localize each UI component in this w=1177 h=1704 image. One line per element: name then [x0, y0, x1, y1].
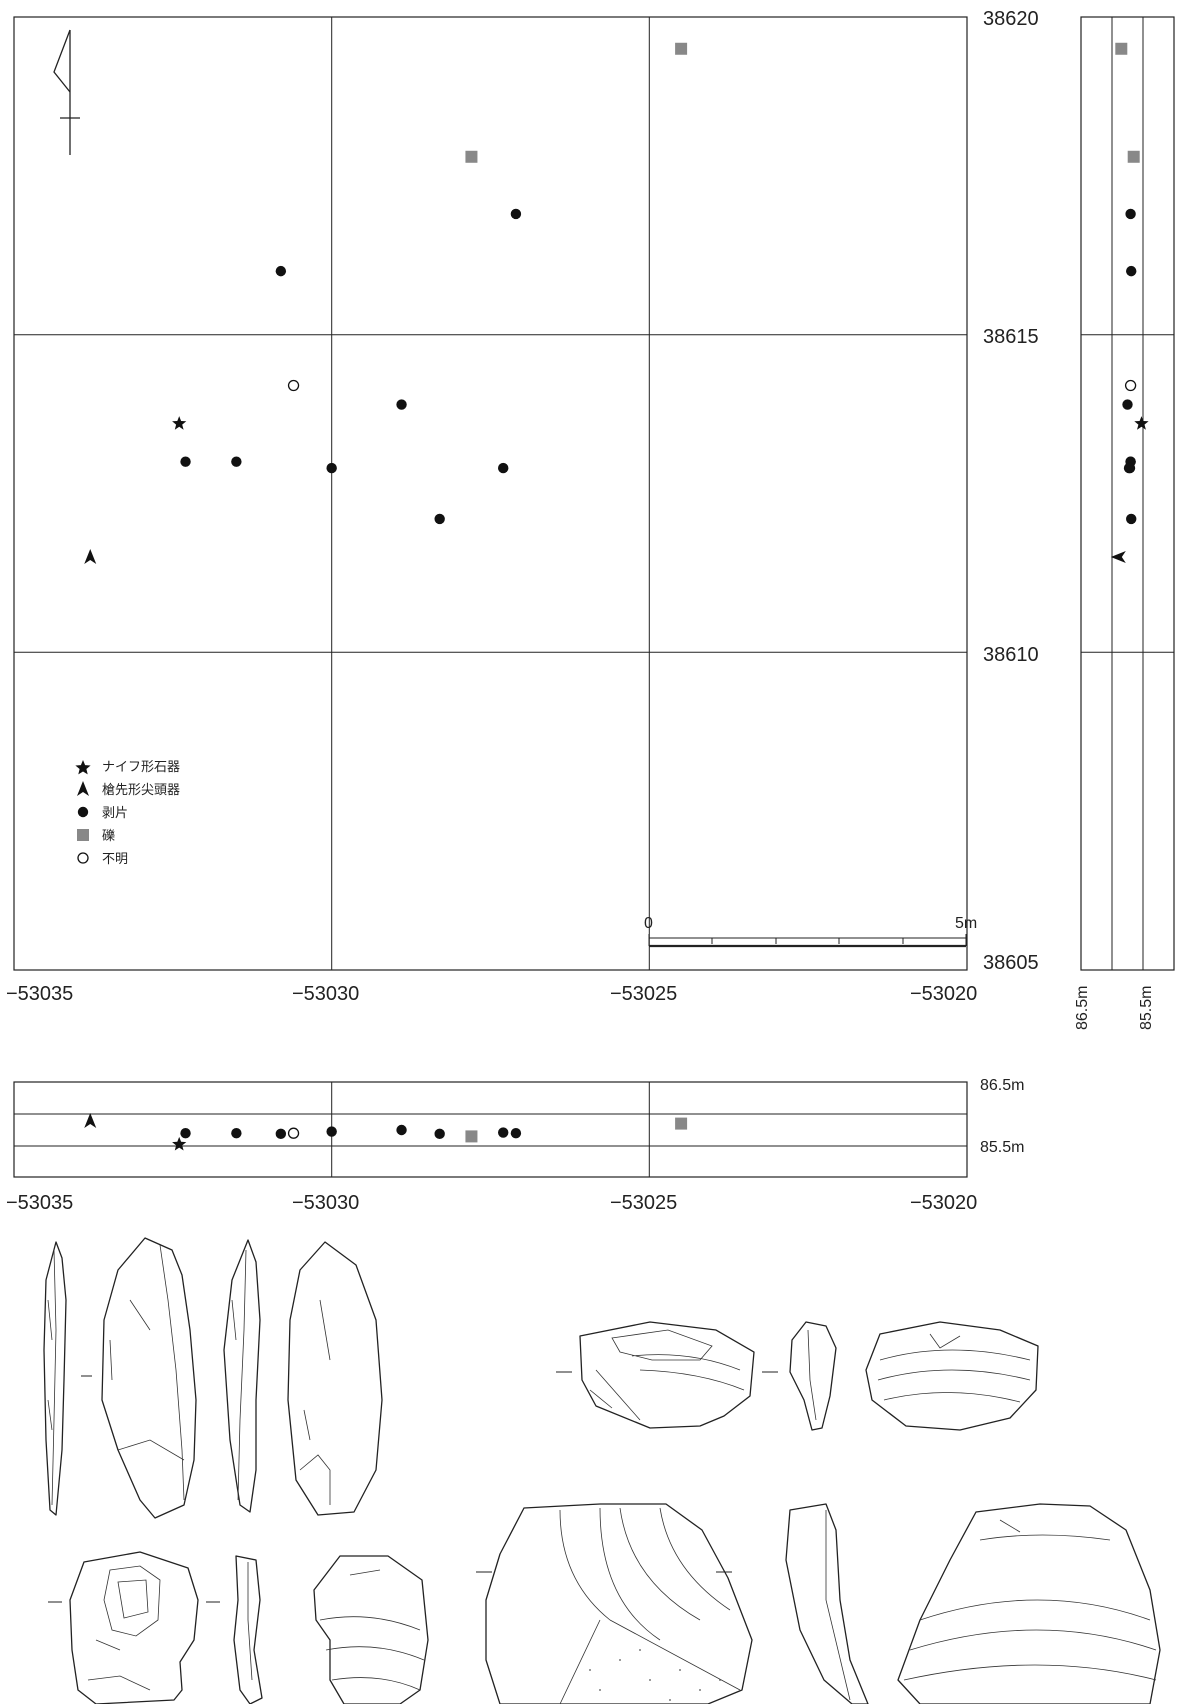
filled-circle-marker: [1126, 265, 1137, 277]
filled-circle-marker: [326, 1126, 337, 1137]
arrowhead-marker: [1110, 551, 1126, 564]
filled-circle-marker: [180, 456, 191, 467]
artifact-drawings: [43, 1237, 1161, 1704]
front-z-tick: 86.5m: [980, 1077, 1024, 1094]
open-circle-icon: [77, 852, 89, 864]
filled-circle-marker: [498, 1127, 509, 1138]
filled-circle-marker: [231, 1128, 242, 1139]
legend-label: ナイフ形石器: [102, 760, 180, 775]
gray-square-marker: [675, 42, 688, 55]
gray-square-marker: [1127, 150, 1140, 163]
open-circle-marker: [287, 1127, 300, 1139]
plan-x-tick: −53035: [6, 983, 73, 1005]
arrowhead-marker: [84, 549, 97, 565]
legend-label: 剥片: [102, 806, 128, 821]
gray-square-marker: [675, 1117, 688, 1130]
filled-circle-marker: [498, 462, 509, 474]
scale-bar-end-label: 5m: [955, 915, 977, 932]
legend-item: ナイフ形石器: [75, 760, 180, 775]
front-x-tick: −53035: [6, 1192, 73, 1214]
artifact-drawing: [556, 1321, 1039, 1431]
filled-circle-marker: [1126, 513, 1137, 525]
plan-y-tick: 38615: [983, 326, 1039, 348]
plan-x-tick: −53020: [910, 983, 977, 1005]
gray-square-marker: [465, 150, 478, 163]
plan-y-tick: 38620: [983, 8, 1039, 30]
legend-label: 槍先形尖頭器: [102, 783, 180, 798]
star-marker: [1134, 416, 1149, 430]
star-marker: [172, 1136, 187, 1151]
filled-circle-marker: [1125, 208, 1136, 220]
front-frame: [13, 1081, 968, 1178]
gray-square-icon: [77, 829, 89, 841]
front-x-tick: −53030: [292, 1192, 359, 1214]
arrowhead-icon: [77, 781, 89, 796]
filled-circle-marker: [396, 1124, 407, 1136]
legend-label: 礫: [102, 828, 115, 844]
gray-square-marker: [465, 1130, 478, 1143]
legend-item: 槍先形尖頭器: [77, 781, 180, 798]
filled-circle-marker: [180, 1128, 191, 1139]
legend: ナイフ形石器 槍先形尖頭器 剥片 礫 不明: [75, 760, 180, 867]
open-circle-marker: [1124, 379, 1137, 392]
north-arrow-icon: [53, 29, 80, 155]
cortex-stipple: [589, 1649, 721, 1701]
filled-circle-marker: [275, 265, 287, 277]
gray-square-marker: [1115, 42, 1128, 55]
front-section: 86.5m 85.5m −53035 −53030 −53025 −53020: [6, 1077, 1024, 1214]
plan-points: [84, 42, 688, 565]
filled-circle-marker: [275, 1128, 287, 1140]
arrowhead-marker: [84, 1113, 97, 1129]
plan-frame: [13, 16, 968, 971]
filled-circle-marker: [1124, 462, 1136, 474]
filled-circle-marker: [510, 1128, 522, 1139]
legend-item: 礫: [77, 828, 115, 844]
filled-circle-marker: [510, 208, 522, 220]
filled-circle-icon: [77, 806, 89, 818]
filled-circle-marker: [326, 462, 337, 474]
legend-item: 剥片: [77, 806, 128, 821]
plan-y-tick: 38605: [983, 952, 1039, 974]
open-circle-marker: [287, 379, 300, 392]
filled-circle-marker: [434, 1128, 445, 1140]
legend-item: 不明: [77, 852, 128, 867]
filled-circle-marker: [396, 399, 407, 410]
artifact-drawing: [43, 1237, 383, 1519]
plan-x-tick: −53030: [292, 983, 359, 1005]
scale-bar: 0 5m: [644, 915, 977, 948]
front-z-tick: 85.5m: [980, 1139, 1024, 1156]
plan-view: 38620 38615 38610 38605 −53035 −53030 −5…: [6, 8, 1039, 1005]
side-points: [1110, 42, 1149, 564]
filled-circle-marker: [434, 513, 445, 525]
side-z-tick: 86.5m: [1074, 986, 1091, 1030]
artifact-drawing: [48, 1551, 429, 1704]
scale-bar-start-label: 0: [644, 915, 653, 932]
front-points: [84, 1113, 688, 1151]
side-frame: [1080, 16, 1175, 971]
front-x-tick: −53020: [910, 1192, 977, 1214]
front-x-tick: −53025: [610, 1192, 677, 1214]
filled-circle-marker: [1122, 399, 1133, 410]
star-icon: [75, 760, 91, 775]
side-section: 86.5m 85.5m: [1074, 16, 1175, 1030]
legend-label: 不明: [102, 852, 128, 867]
artifact-drawing: [476, 1503, 1161, 1704]
plan-x-tick: −53025: [610, 983, 677, 1005]
plan-y-tick: 38610: [983, 644, 1039, 666]
star-marker: [172, 416, 187, 430]
filled-circle-marker: [231, 456, 242, 467]
side-z-tick: 85.5m: [1138, 986, 1155, 1030]
